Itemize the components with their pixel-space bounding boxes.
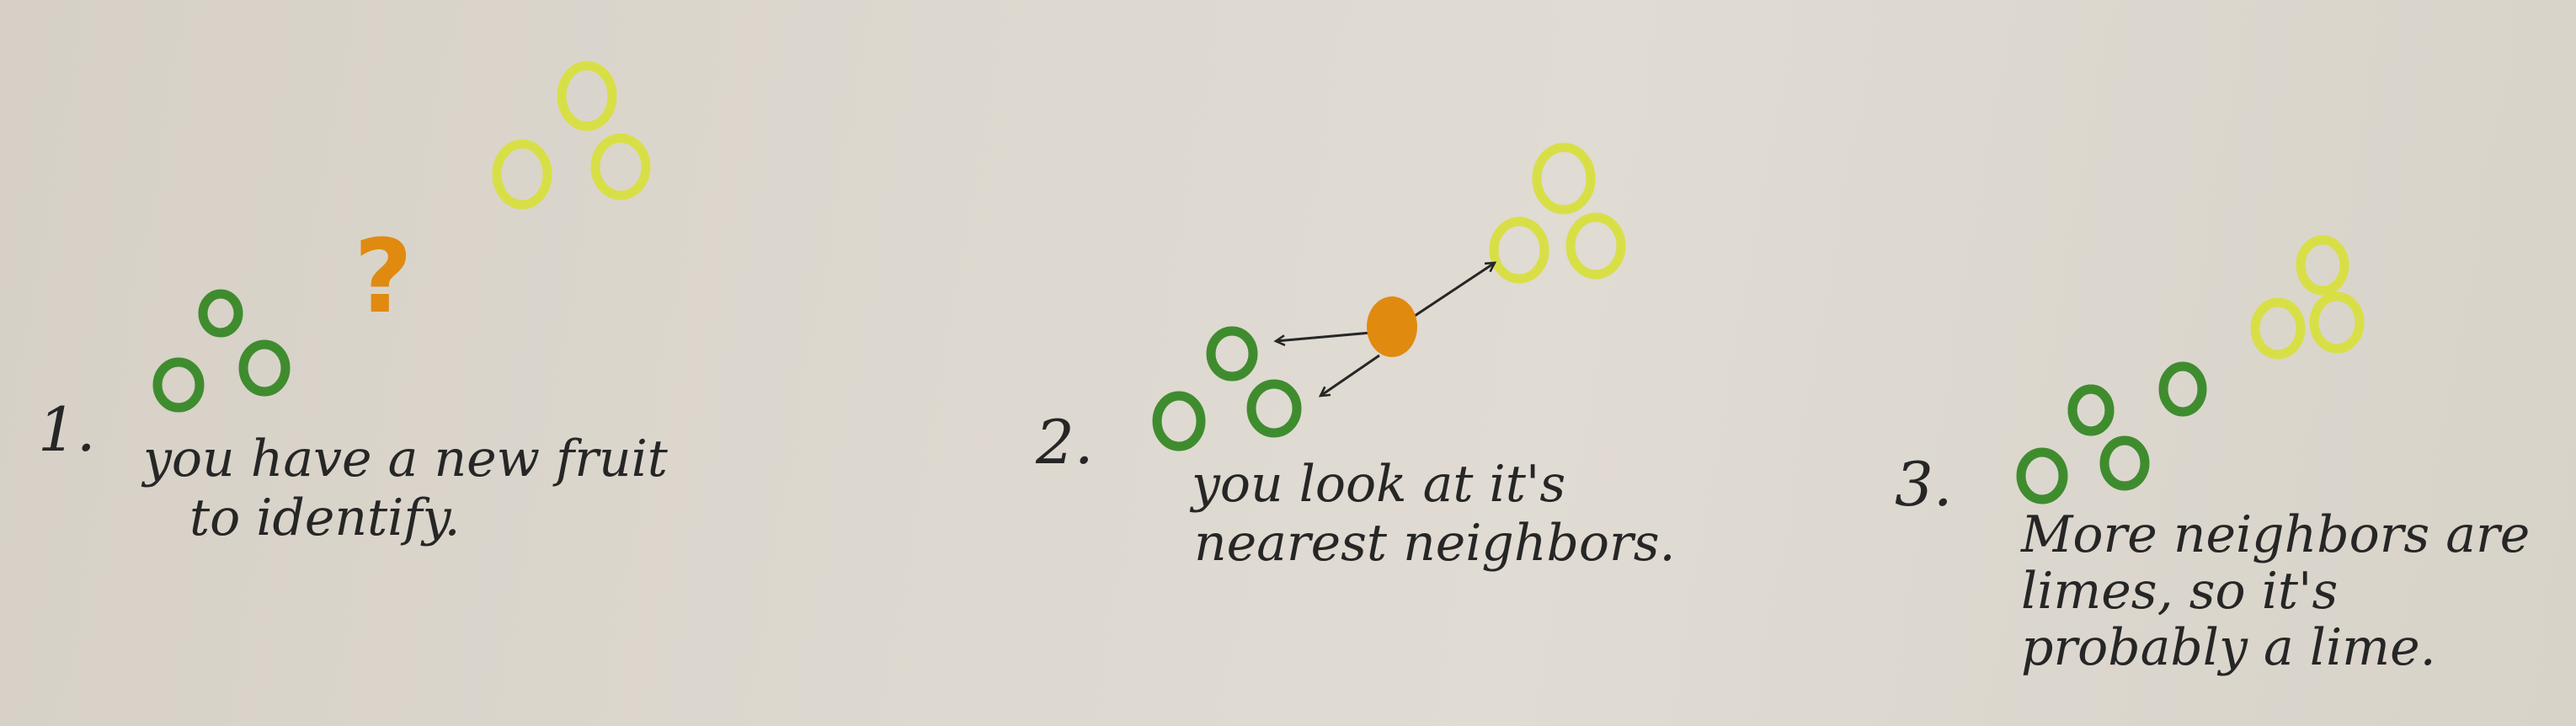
lime-cluster [1152, 326, 1302, 451]
lemon-fruit [2296, 235, 2349, 296]
step-1-caption-line-1: you have a new fruit [141, 430, 669, 488]
lemon-fruit [2309, 291, 2365, 354]
arrow-to-lime [1320, 354, 1380, 396]
arrow-to-lime [1276, 331, 1372, 341]
lime-fruit [1152, 391, 1206, 451]
lime-fruit [2016, 447, 2068, 504]
lemon-fruit [1565, 212, 1626, 280]
step-2-caption-line-2: nearest neighbors. [1194, 514, 1676, 573]
step-1-panel: ? 1. you have a new fruit to identify. [38, 61, 669, 547]
lemon-fruit [2250, 297, 2306, 360]
step-1-caption-line-2: to identify. [189, 488, 461, 547]
question-mark: ? [354, 219, 413, 336]
lime-fruit [1246, 379, 1302, 438]
lemon-fruit [492, 139, 552, 210]
unknown-fruit [1367, 296, 1417, 357]
step-3-number: 3. [1895, 449, 1953, 520]
step-3-caption-line-2: limes, so it's [2021, 562, 2338, 621]
lime-fruit [198, 289, 243, 338]
lime-fruit [238, 339, 291, 397]
step-3-caption-line-3: probably a lime. [2021, 618, 2436, 677]
lime-fruit [1206, 326, 1258, 382]
lime-fruit [152, 357, 205, 413]
lime-fruit [2158, 361, 2207, 417]
lemon-cluster [2250, 235, 2365, 360]
lemon-fruit [590, 133, 651, 200]
classified-lime-fruit [2067, 384, 2115, 436]
lime-fruit [2099, 435, 2150, 491]
lemon-cluster [492, 61, 651, 210]
step-2-number: 2. [1035, 407, 1094, 478]
step-3-panel: 3. More neighbors are limes, so it's pro… [1895, 235, 2530, 677]
lemon-fruit [1532, 142, 1596, 215]
lemon-fruit [557, 61, 617, 131]
step-3-caption-line-1: More neighbors are [2020, 505, 2530, 564]
lime-cluster [152, 289, 291, 413]
step-2-caption-line-1: you look at it's [1189, 455, 1565, 514]
lemon-cluster [1489, 142, 1626, 284]
step-2-panel: 2. you look at it's nearest neighbors. [1035, 142, 1676, 573]
step-1-number: 1. [38, 394, 96, 465]
neighbor-arrows [1276, 263, 1495, 396]
lemon-fruit [1489, 216, 1549, 284]
lime-cluster [2016, 361, 2207, 504]
arrow-to-lemon [1414, 263, 1495, 318]
